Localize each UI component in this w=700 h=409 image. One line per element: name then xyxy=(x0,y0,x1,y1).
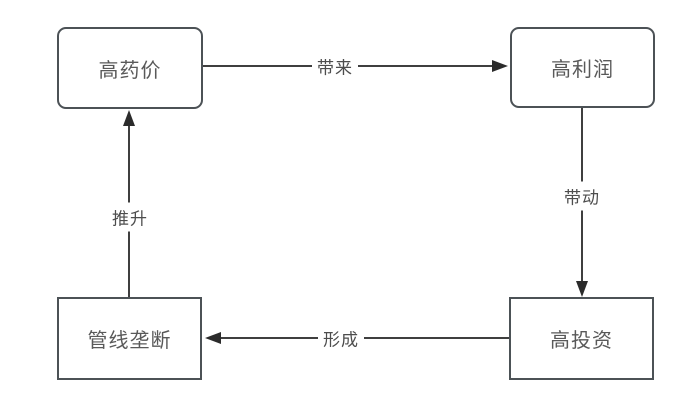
node-high-profit: 高利润 xyxy=(510,27,655,108)
node-pipeline-monopoly: 管线垄断 xyxy=(57,297,202,380)
edge-label-left: 推升 xyxy=(107,202,153,232)
node-label: 高利润 xyxy=(551,59,614,81)
node-label: 高药价 xyxy=(98,59,162,82)
arrowhead-down-icon xyxy=(576,281,588,297)
edge-label-bottom: 形成 xyxy=(318,323,364,353)
edge-label-right: 带动 xyxy=(559,181,605,211)
node-high-investment: 高投资 xyxy=(509,297,654,380)
edge-investment-to-monopoly-line xyxy=(219,337,509,339)
node-high-drug-price: 高药价 xyxy=(57,27,203,109)
edge-label-top: 带来 xyxy=(312,51,358,81)
node-label: 高投资 xyxy=(550,330,613,352)
arrowhead-left-icon xyxy=(205,332,221,344)
node-label: 管线垄断 xyxy=(87,330,172,352)
arrowhead-right-icon xyxy=(492,60,508,72)
arrowhead-up-icon xyxy=(123,110,135,126)
